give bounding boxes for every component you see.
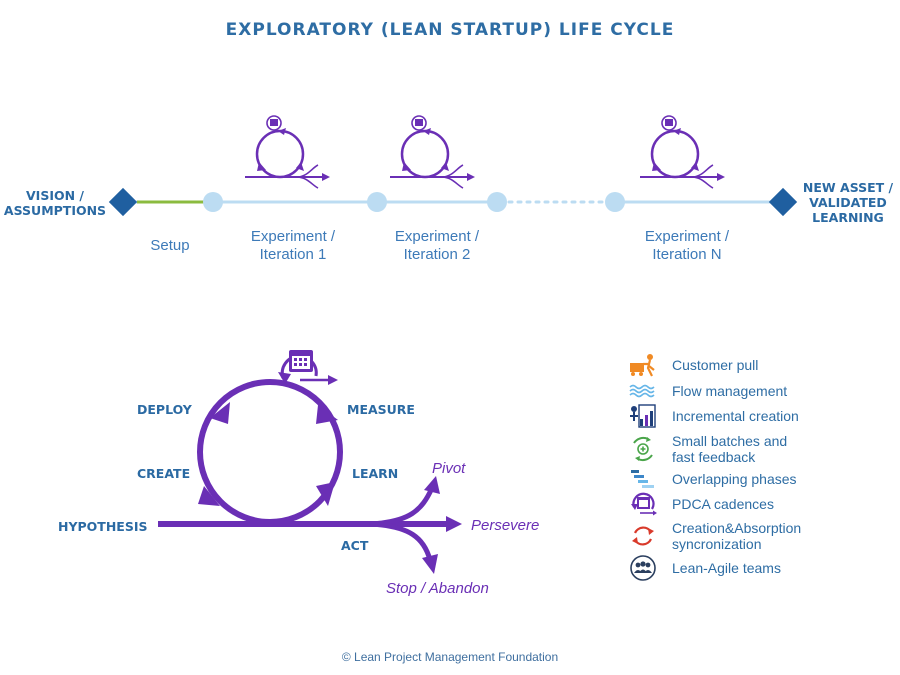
stage-label: Experiment / bbox=[250, 228, 336, 245]
stage-label: Iteration 2 bbox=[403, 246, 471, 263]
cycle-arrow bbox=[198, 486, 220, 506]
pdca-cadences-icon bbox=[631, 492, 657, 516]
cycle-arrow bbox=[316, 405, 338, 424]
end-label-line: NEW ASSET / bbox=[802, 180, 894, 195]
legend-text-line: Small batches and bbox=[672, 433, 788, 449]
legend-item-pdca-cadences: PDCA cadences bbox=[628, 491, 774, 517]
learn-label: LEARN bbox=[352, 466, 399, 481]
start-label-line: ASSUMPTIONS bbox=[3, 203, 107, 218]
pivot-branch bbox=[369, 486, 435, 527]
legend-label: Incremental creation bbox=[672, 408, 799, 424]
legend-item-small-batches: Small batches and fast feedback bbox=[628, 432, 787, 466]
stop-arrow bbox=[422, 554, 438, 574]
legend-text-line: Flow management bbox=[672, 383, 788, 399]
pivot-arrow bbox=[424, 476, 440, 494]
legend-item-incremental-creation: Incremental creation bbox=[628, 403, 799, 429]
build-measure-learn-cycle bbox=[158, 350, 462, 574]
cycle-loop bbox=[197, 379, 343, 525]
stage-label: Setup bbox=[150, 237, 190, 254]
legend-label: PDCA cadences bbox=[672, 496, 774, 512]
legend-text-line: Creation&Absorption bbox=[672, 520, 802, 536]
mini-cycle-icon bbox=[638, 114, 727, 190]
copyright: © Lean Project Management Foundation bbox=[341, 650, 559, 664]
stage-iteration-n: Experiment / Iteration N bbox=[622, 228, 752, 264]
legend-label: Overlapping phases bbox=[672, 471, 797, 487]
mini-cycle-icon bbox=[243, 114, 332, 190]
stop-abandon-label: Stop / Abandon bbox=[386, 580, 489, 597]
mini-cycle-icon bbox=[388, 114, 477, 190]
stage-label: Experiment / bbox=[394, 228, 480, 245]
incremental-creation-icon bbox=[630, 404, 656, 428]
stage-iteration-2: Experiment / Iteration 2 bbox=[372, 228, 502, 264]
legend-text-line: Lean-Agile teams bbox=[672, 560, 781, 576]
measure-label: MEASURE bbox=[347, 402, 415, 417]
calendar-refresh-icon bbox=[278, 350, 338, 385]
hypothesis-label: HYPOTHESIS bbox=[58, 519, 148, 534]
overlapping-phases-icon bbox=[631, 470, 654, 488]
legend-item-lean-agile-teams: Lean-Agile teams bbox=[628, 555, 781, 581]
creation-absorption-icon bbox=[632, 526, 654, 546]
stage-setup: Setup bbox=[130, 237, 210, 255]
legend-label: Creation&Absorption syncronization bbox=[672, 520, 801, 552]
end-label-line: VALIDATED bbox=[809, 195, 887, 210]
legend-item-creation-absorption: Creation&Absorption syncronization bbox=[628, 519, 801, 553]
legend-label: Small batches and fast feedback bbox=[672, 433, 787, 465]
page-title: EXPLORATORY (LEAN STARTUP) LIFE CYCLE bbox=[225, 20, 675, 40]
customer-pull-icon bbox=[630, 354, 655, 377]
end-label-line: LEARNING bbox=[812, 210, 884, 225]
stage-label: Experiment / bbox=[644, 228, 730, 245]
legend-text-line: Customer pull bbox=[672, 357, 759, 373]
legend-text-line: PDCA cadences bbox=[672, 496, 774, 512]
act-label: ACT bbox=[341, 538, 369, 553]
legend-text-line: Incremental creation bbox=[672, 408, 799, 424]
legend-text-line: syncronization bbox=[672, 536, 762, 552]
persevere-arrow bbox=[446, 516, 462, 532]
legend-label: Lean-Agile teams bbox=[672, 560, 781, 576]
small-batches-icon bbox=[633, 436, 653, 462]
legend-label: Flow management bbox=[672, 383, 787, 399]
end-label: NEW ASSET / VALIDATED LEARNING bbox=[796, 180, 900, 225]
start-label-line: VISION / bbox=[26, 188, 84, 203]
start-label: VISION / ASSUMPTIONS bbox=[0, 188, 110, 218]
start-diamond bbox=[108, 187, 138, 217]
timeline-node bbox=[367, 192, 387, 212]
stage-label: Iteration N bbox=[652, 246, 722, 263]
legend-label: Customer pull bbox=[672, 357, 758, 373]
stage-label: Iteration 1 bbox=[259, 246, 327, 263]
legend-text-line: Overlapping phases bbox=[672, 471, 797, 487]
legend-item-flow-management: Flow management bbox=[628, 378, 787, 404]
legend-item-customer-pull: Customer pull bbox=[628, 352, 758, 378]
timeline-diagram bbox=[108, 114, 798, 217]
legend-item-overlapping-phases: Overlapping phases bbox=[628, 466, 797, 492]
cycle-arrow bbox=[210, 402, 230, 424]
timeline-node bbox=[203, 192, 223, 212]
legend-text-line: fast feedback bbox=[672, 449, 756, 465]
deploy-label: DEPLOY bbox=[137, 402, 192, 417]
pivot-label: Pivot bbox=[432, 460, 466, 477]
stage-iteration-1: Experiment / Iteration 1 bbox=[228, 228, 358, 264]
timeline-node bbox=[487, 192, 507, 212]
lean-agile-teams-icon bbox=[630, 555, 656, 581]
stop-branch bbox=[369, 521, 433, 561]
persevere-label: Persevere bbox=[471, 517, 540, 534]
flow-management-icon bbox=[629, 384, 655, 398]
cycle-arrow bbox=[316, 482, 335, 506]
end-diamond bbox=[768, 187, 798, 217]
create-label: CREATE bbox=[137, 466, 191, 481]
timeline-node bbox=[605, 192, 625, 212]
